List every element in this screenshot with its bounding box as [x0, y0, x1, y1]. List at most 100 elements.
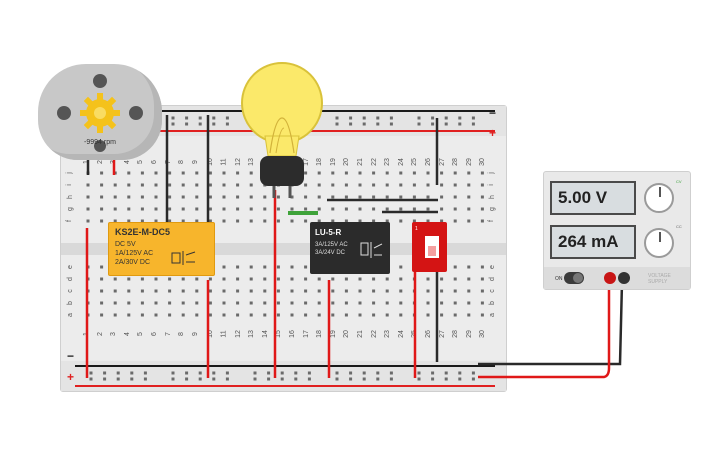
breadboard-hole[interactable]: [453, 277, 457, 281]
breadboard-hole[interactable]: [181, 313, 185, 317]
breadboard-hole[interactable]: [171, 371, 175, 375]
breadboard-hole[interactable]: [290, 301, 294, 305]
breadboard-hole[interactable]: [113, 289, 117, 293]
breadboard-hole[interactable]: [412, 195, 416, 199]
breadboard-hole[interactable]: [480, 289, 484, 293]
breadboard-hole[interactable]: [412, 171, 416, 175]
breadboard-hole[interactable]: [467, 219, 471, 223]
breadboard-hole[interactable]: [168, 301, 172, 305]
breadboard-hole[interactable]: [181, 301, 185, 305]
breadboard-hole[interactable]: [140, 277, 144, 281]
breadboard-hole[interactable]: [389, 371, 393, 375]
dip-toggle[interactable]: [428, 246, 436, 256]
breadboard-hole[interactable]: [103, 377, 107, 381]
breadboard-hole[interactable]: [208, 171, 212, 175]
breadboard-hole[interactable]: [140, 171, 144, 175]
breadboard-hole[interactable]: [263, 313, 267, 317]
breadboard-hole[interactable]: [453, 289, 457, 293]
breadboard-hole[interactable]: [372, 277, 376, 281]
breadboard-hole[interactable]: [417, 371, 421, 375]
breadboard-hole[interactable]: [358, 219, 362, 223]
breadboard-hole[interactable]: [127, 301, 131, 305]
breadboard-hole[interactable]: [453, 171, 457, 175]
breadboard-hole[interactable]: [294, 377, 298, 381]
breadboard-hole[interactable]: [304, 313, 308, 317]
breadboard-hole[interactable]: [304, 301, 308, 305]
breadboard-hole[interactable]: [276, 207, 280, 211]
breadboard-hole[interactable]: [208, 195, 212, 199]
breadboard-hole[interactable]: [331, 289, 335, 293]
breadboard-hole[interactable]: [195, 207, 199, 211]
breadboard-hole[interactable]: [376, 122, 380, 126]
breadboard-hole[interactable]: [471, 122, 475, 126]
breadboard-hole[interactable]: [385, 301, 389, 305]
breadboard-hole[interactable]: [222, 289, 226, 293]
breadboard-hole[interactable]: [290, 207, 294, 211]
breadboard-hole[interactable]: [385, 207, 389, 211]
breadboard-hole[interactable]: [358, 195, 362, 199]
breadboard-hole[interactable]: [212, 377, 216, 381]
breadboard-hole[interactable]: [385, 277, 389, 281]
breadboard-hole[interactable]: [185, 122, 189, 126]
breadboard-hole[interactable]: [168, 183, 172, 187]
breadboard-hole[interactable]: [116, 371, 120, 375]
breadboard-hole[interactable]: [263, 289, 267, 293]
breadboard-hole[interactable]: [344, 183, 348, 187]
breadboard-hole[interactable]: [168, 195, 172, 199]
breadboard-hole[interactable]: [317, 171, 321, 175]
breadboard-hole[interactable]: [358, 183, 362, 187]
breadboard-hole[interactable]: [195, 277, 199, 281]
breadboard-hole[interactable]: [362, 371, 366, 375]
breadboard-hole[interactable]: [168, 171, 172, 175]
breadboard-hole[interactable]: [426, 301, 430, 305]
breadboard-hole[interactable]: [344, 207, 348, 211]
breadboard-hole[interactable]: [113, 195, 117, 199]
breadboard-hole[interactable]: [444, 116, 448, 120]
breadboard-hole[interactable]: [100, 183, 104, 187]
breadboard-hole[interactable]: [399, 289, 403, 293]
breadboard-hole[interactable]: [331, 301, 335, 305]
breadboard-hole[interactable]: [140, 195, 144, 199]
breadboard-hole[interactable]: [181, 183, 185, 187]
breadboard-hole[interactable]: [113, 277, 117, 281]
breadboard-hole[interactable]: [154, 301, 158, 305]
dc-motor[interactable]: -9994 rpm: [38, 64, 162, 160]
breadboard-hole[interactable]: [195, 289, 199, 293]
breadboard-hole[interactable]: [249, 219, 253, 223]
breadboard-hole[interactable]: [467, 265, 471, 269]
breadboard-hole[interactable]: [263, 207, 267, 211]
breadboard-hole[interactable]: [471, 377, 475, 381]
breadboard-hole[interactable]: [225, 116, 229, 120]
breadboard-hole[interactable]: [399, 277, 403, 281]
breadboard-hole[interactable]: [389, 116, 393, 120]
breadboard-hole[interactable]: [317, 289, 321, 293]
breadboard-hole[interactable]: [444, 371, 448, 375]
breadboard-hole[interactable]: [376, 371, 380, 375]
breadboard-hole[interactable]: [304, 277, 308, 281]
breadboard-hole[interactable]: [100, 301, 104, 305]
breadboard-hole[interactable]: [467, 301, 471, 305]
breadboard-hole[interactable]: [280, 371, 284, 375]
breadboard-hole[interactable]: [440, 313, 444, 317]
breadboard-hole[interactable]: [225, 371, 229, 375]
breadboard-hole[interactable]: [127, 207, 131, 211]
breadboard-hole[interactable]: [212, 116, 216, 120]
breadboard-hole[interactable]: [86, 195, 90, 199]
power-toggle[interactable]: [564, 272, 584, 284]
breadboard-hole[interactable]: [225, 377, 229, 381]
breadboard-hole[interactable]: [331, 313, 335, 317]
breadboard-hole[interactable]: [431, 371, 435, 375]
breadboard-hole[interactable]: [317, 301, 321, 305]
breadboard-hole[interactable]: [140, 183, 144, 187]
breadboard-hole[interactable]: [100, 277, 104, 281]
breadboard-hole[interactable]: [127, 219, 131, 223]
breadboard-hole[interactable]: [154, 171, 158, 175]
breadboard-hole[interactable]: [344, 277, 348, 281]
breadboard-hole[interactable]: [140, 301, 144, 305]
breadboard-hole[interactable]: [154, 195, 158, 199]
breadboard-hole[interactable]: [222, 265, 226, 269]
breadboard-hole[interactable]: [195, 195, 199, 199]
breadboard-hole[interactable]: [471, 371, 475, 375]
